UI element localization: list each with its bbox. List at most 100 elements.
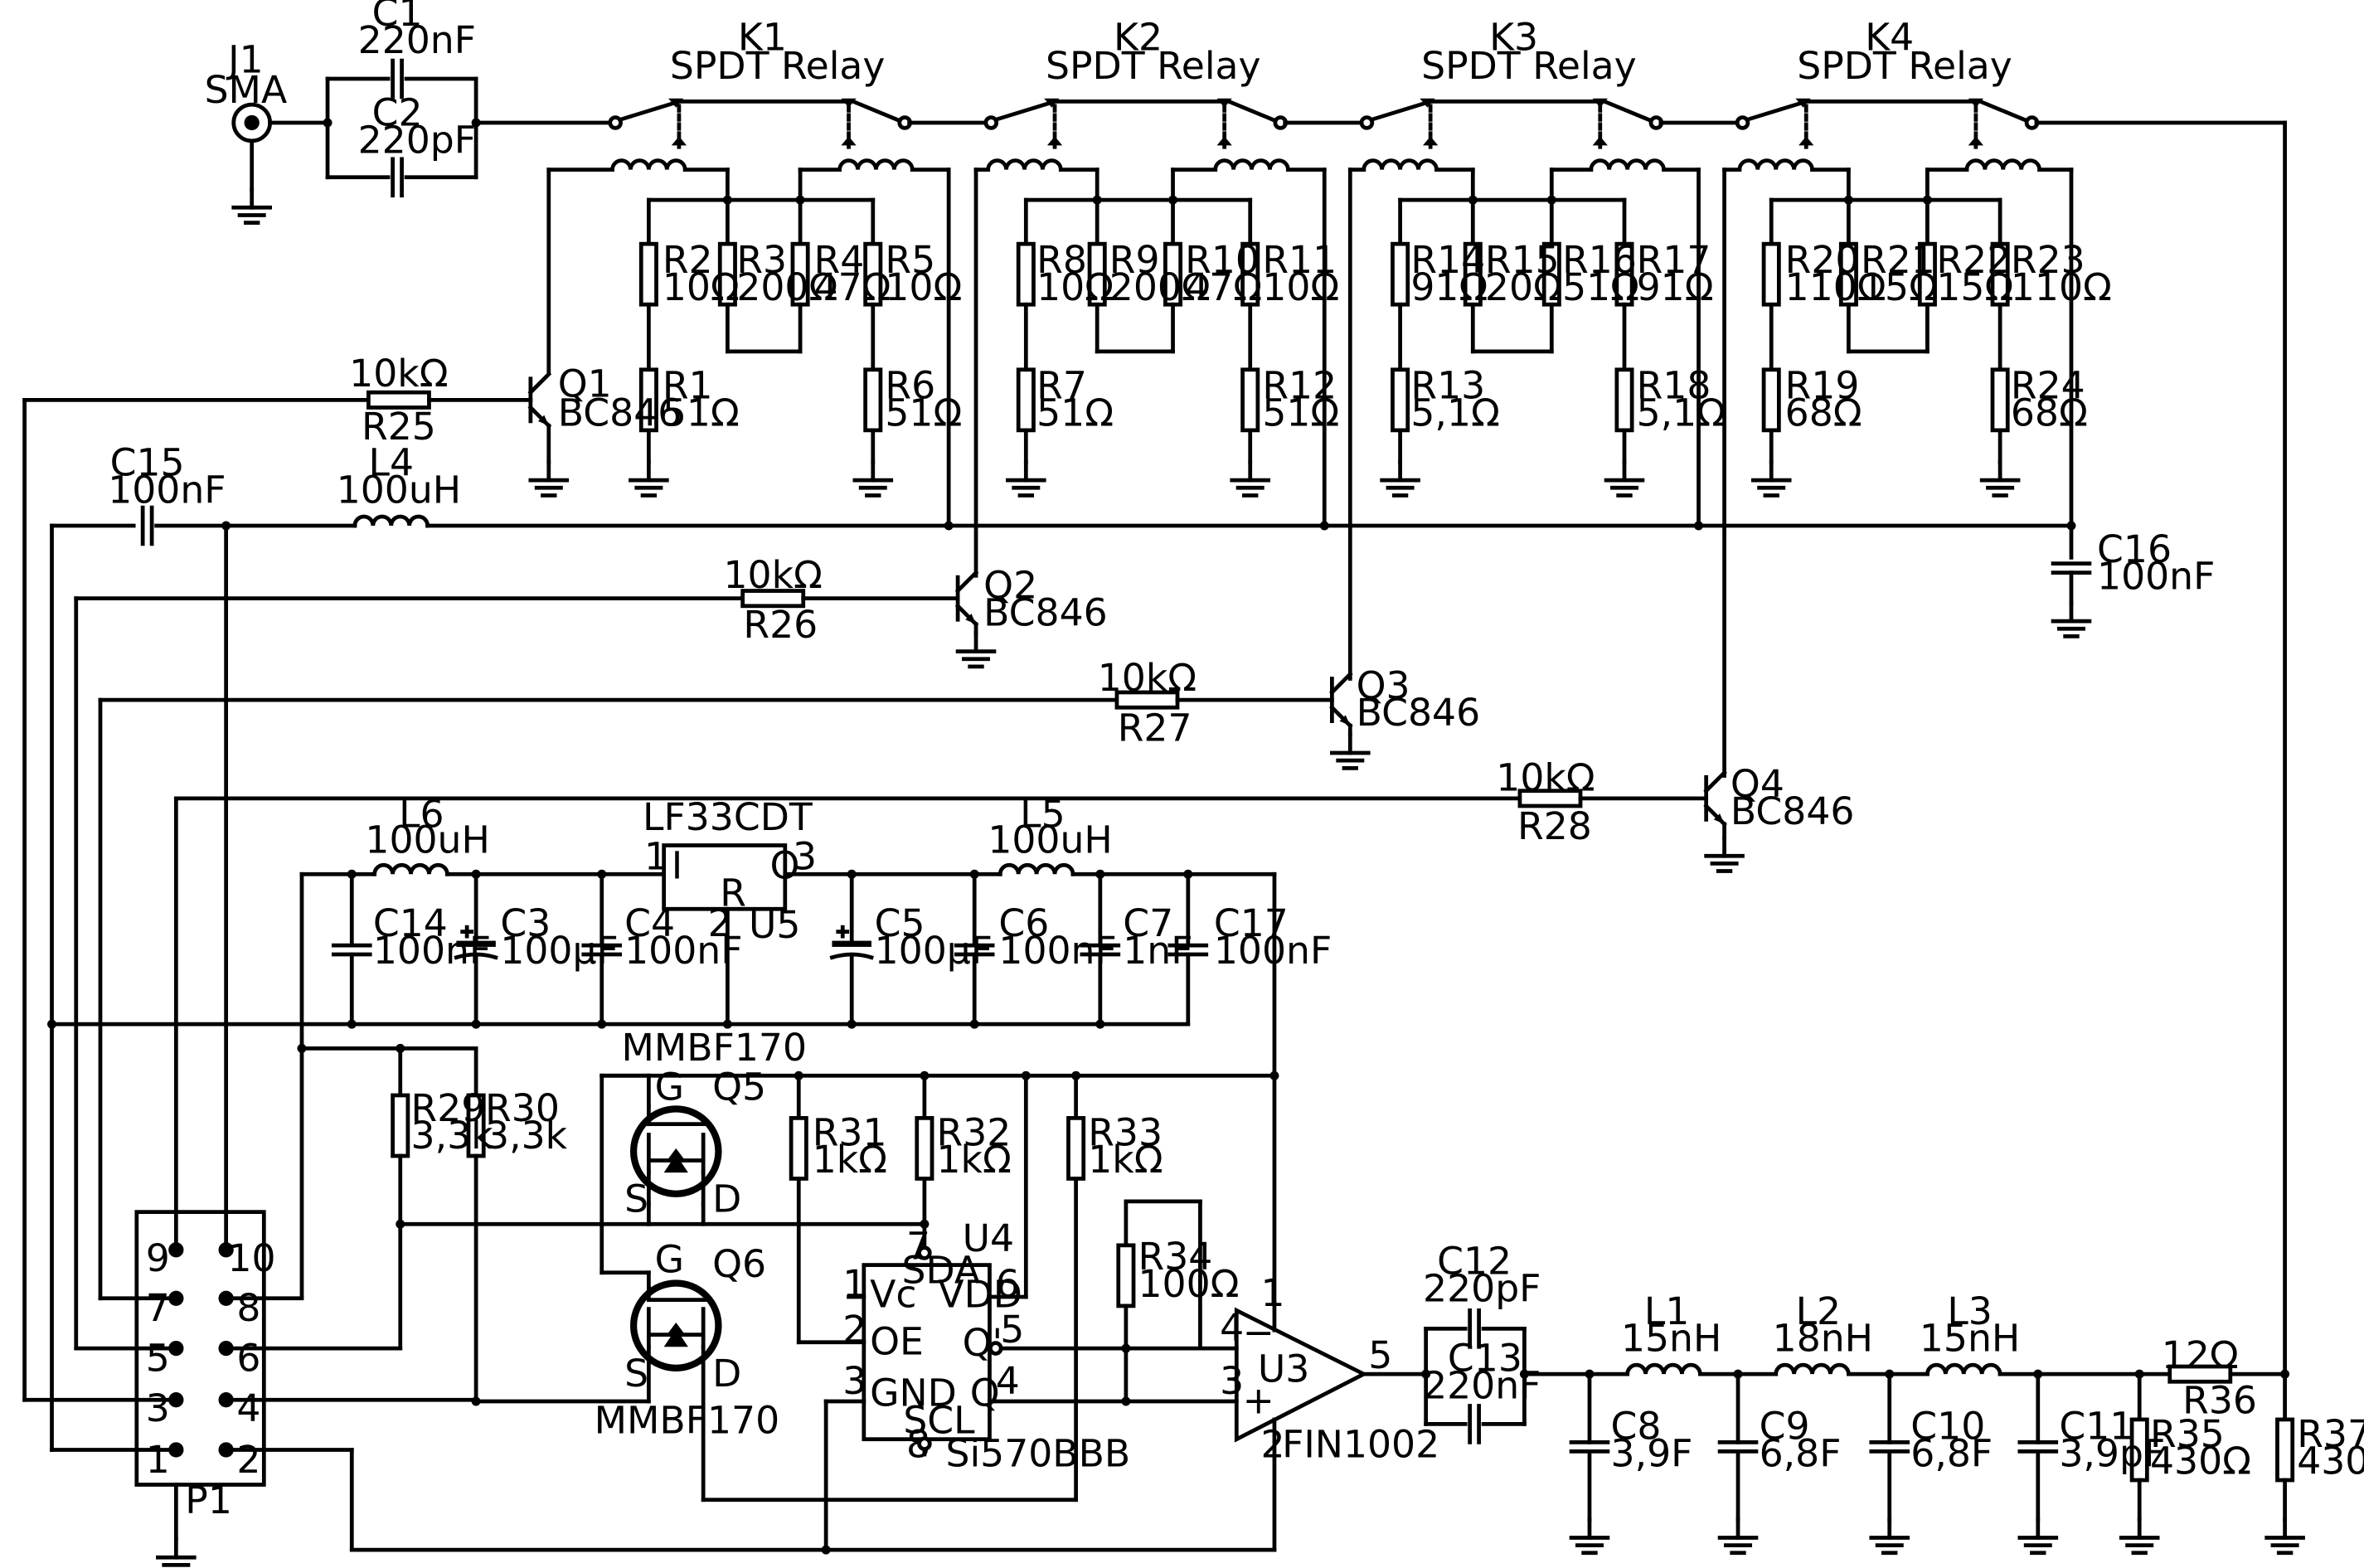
q6-mosfet: G S D Q6 MMBF170 xyxy=(595,1238,780,1502)
r17-value: 91Ω xyxy=(1637,265,1714,309)
r7-value: 51Ω xyxy=(1036,391,1114,434)
c15-value: 100nF xyxy=(108,468,226,512)
r3-value: 200Ω xyxy=(736,265,837,309)
q6-pin-d: D xyxy=(712,1352,741,1396)
q5-pin-g: G xyxy=(655,1065,684,1109)
p1-pin1: 1 xyxy=(146,1438,170,1482)
q3-ref: Q3 xyxy=(1357,663,1410,707)
p1-pin2: 2 xyxy=(236,1438,260,1482)
r26-value: 10kΩ xyxy=(723,553,822,597)
k2-type: SPDT Relay xyxy=(1046,44,1261,88)
u3-pin3: 3 xyxy=(1220,1359,1244,1403)
q5-pin-s: S xyxy=(624,1177,648,1221)
u3-ref: U3 xyxy=(1258,1347,1309,1391)
u4-num-vc: 1 xyxy=(842,1262,866,1306)
u3-plus: + xyxy=(1243,1379,1274,1423)
r1-ref: R1 xyxy=(663,364,713,408)
u5-body xyxy=(662,843,788,911)
r19-ref: R19 xyxy=(1785,364,1860,408)
r10-value: 47Ω xyxy=(1185,265,1262,309)
u3-minus: − xyxy=(1243,1310,1274,1354)
r32-value: 1kΩ xyxy=(937,1138,1012,1182)
r29-ref: R29 xyxy=(411,1086,486,1130)
p1-pin5: 5 xyxy=(146,1336,170,1380)
r1-value: 51Ω xyxy=(663,391,740,434)
r8-value: 10Ω xyxy=(1036,265,1114,309)
r37-value: 430Ω xyxy=(2297,1439,2364,1483)
driver-q3: 10kΩ R27 Q3 BC846 xyxy=(98,656,1480,768)
u5-pin1: 1 xyxy=(644,835,668,879)
driver-q4: 10kΩ R28 Q4 BC846 xyxy=(173,756,1854,871)
c10-ref: C10 xyxy=(1910,1405,1985,1449)
c14-value: 100nF xyxy=(373,929,491,973)
r5-value: 10Ω xyxy=(885,265,962,309)
c16-value: 100nF xyxy=(2097,555,2215,599)
fin1002-receiver: − + U3 1 2 3 4 5 FIN1002 xyxy=(1220,1271,1439,1552)
r31-ref: R31 xyxy=(813,1110,887,1154)
attenuator-network-4: R20 110Ω R21 15Ω R22 15Ω R23 110Ω R19 68… xyxy=(1722,167,2112,778)
r12-ref: R12 xyxy=(1262,364,1337,408)
r29-value: 3,3k xyxy=(411,1114,494,1158)
r21-value: 15Ω xyxy=(1861,265,1938,309)
l6-ref: L6 xyxy=(399,793,444,837)
l3-value: 15nH xyxy=(1920,1317,2020,1361)
c3-value: 100µF xyxy=(500,929,618,973)
driver-q1: 10kΩ R25 Q1 BC846 xyxy=(22,352,682,496)
relay-k3: K3 SPDT Relay xyxy=(1359,15,1663,169)
u4-pin-gnd: GND xyxy=(870,1371,957,1415)
u5-pin-r: R xyxy=(720,871,746,915)
u4-pin-scl: SCL xyxy=(903,1398,975,1442)
r22-value: 15Ω xyxy=(1936,265,2013,309)
r27-value: 10kΩ xyxy=(1098,656,1197,700)
c9-ref: C9 xyxy=(1760,1405,1810,1449)
r30-value: 3,3k xyxy=(485,1114,568,1158)
r26-ref: R26 xyxy=(743,603,818,647)
level-shifter-section: R29 3,3k R30 3,3k G S D Q5 xyxy=(297,1026,1279,1502)
c15-ref: C15 xyxy=(110,441,185,485)
q2-type: BC846 xyxy=(983,591,1108,635)
q6-type: MMBF170 xyxy=(595,1398,780,1442)
r15-ref: R15 xyxy=(1485,238,1560,282)
r9-value: 200Ω xyxy=(1109,265,1211,309)
c2-ref: C2 xyxy=(372,91,423,135)
l3-ref: L3 xyxy=(1947,1289,1992,1333)
u5-part: LF33CDT xyxy=(643,795,813,839)
r11-ref: R11 xyxy=(1262,238,1337,282)
u4-ref: U4 xyxy=(963,1216,1014,1260)
r17-ref: R17 xyxy=(1637,238,1711,282)
r2-value: 10Ω xyxy=(663,265,740,309)
r25-value: 10kΩ xyxy=(349,352,448,396)
r20-value: 110Ω xyxy=(1785,265,1886,309)
p1-pin6: 6 xyxy=(236,1336,260,1380)
r16-ref: R16 xyxy=(1562,238,1637,282)
r19-value: 68Ω xyxy=(1785,391,1862,434)
l6-value: 100uH xyxy=(365,818,489,862)
c3-ref: C3 xyxy=(500,901,551,945)
l5-ref: L5 xyxy=(1020,793,1065,837)
r14-value: 91Ω xyxy=(1410,265,1488,309)
l4-ref: L4 xyxy=(369,441,414,485)
r15-value: 20Ω xyxy=(1485,265,1562,309)
u4-part: Si570BBB xyxy=(945,1432,1130,1476)
c17-value: 100nF xyxy=(1214,929,1332,973)
p1-pin4: 4 xyxy=(236,1386,260,1430)
attenuator-network-3: R14 91Ω R15 20Ω R16 51Ω R17 91Ω R13 5,1Ω… xyxy=(1347,167,1726,681)
r23-value: 110Ω xyxy=(2011,265,2112,309)
c8-value: 3,9F xyxy=(1611,1432,1693,1476)
l5-value: 100uH xyxy=(988,818,1112,862)
q4-ref: Q4 xyxy=(1731,762,1784,806)
r16-value: 51Ω xyxy=(1562,265,1639,309)
u4-num-gnd: 3 xyxy=(842,1359,866,1403)
u3-body xyxy=(1234,1307,1369,1443)
r32-ref: R32 xyxy=(937,1110,1012,1154)
p1-pin3: 3 xyxy=(146,1386,170,1430)
r22-ref: R22 xyxy=(1936,238,2011,282)
relay-supply-rail: C15 100nF L4 100uH C16 100nF xyxy=(50,441,2215,637)
r12-value: 51Ω xyxy=(1262,391,1339,434)
r13-ref: R13 xyxy=(1410,364,1485,408)
r35-value: 430Ω xyxy=(2150,1439,2251,1483)
r13-value: 5,1Ω xyxy=(1410,391,1500,434)
r10-ref: R10 xyxy=(1185,238,1260,282)
c17-ref: C17 xyxy=(1214,901,1289,945)
